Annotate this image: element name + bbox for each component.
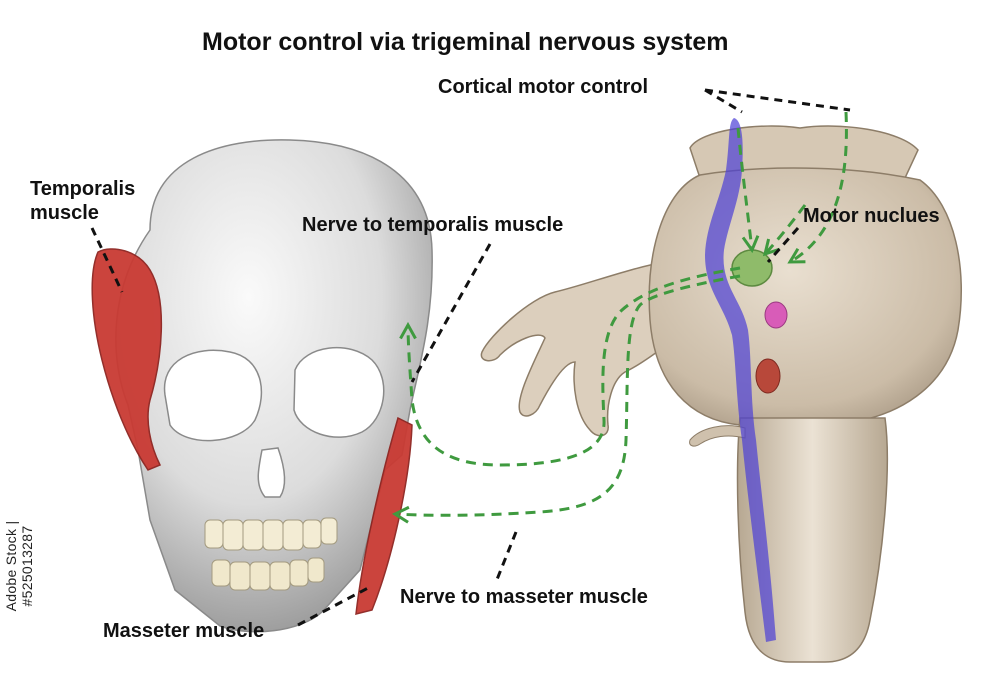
label-masseter-muscle: Masseter muscle [103,620,265,642]
leader-cortical-right [704,88,851,112]
nasal-cavity [257,447,286,498]
nerve-pathways [395,111,848,515]
label-temporalis-line2: muscle [30,202,99,224]
eye-socket-left [163,349,263,442]
leader-nerve-masseter [494,531,518,583]
eye-socket-right [293,347,385,438]
brainstem [480,118,963,663]
label-cortical-motor-control: Cortical motor control [438,76,649,98]
skull [91,139,433,633]
stock-watermark: Adobe Stock | #525013287 [3,520,35,612]
lower-teeth [211,557,325,591]
cortical-pathway-left [736,127,752,250]
label-nerve-to-masseter: Nerve to masseter muscle [400,586,648,608]
leader-temporalis [90,227,124,293]
cortical-pathway-right [790,111,848,262]
medulla [736,417,889,663]
leader-nerve-temporalis [410,243,492,383]
label-temporalis-line1: Temporalis [30,178,136,200]
leader-motor-nucleus [766,227,800,263]
pink-nucleus [764,301,788,329]
diagram-title: Motor control via trigeminal nervous sys… [202,28,729,56]
trigeminal-root [480,261,681,437]
corticobulbar-tract [705,118,776,642]
label-motor-nucleus: Motor nuclues [803,205,940,227]
leader-lines [90,88,851,627]
small-nerve-root [689,425,746,447]
red-nucleus [755,358,781,394]
masseter-muscle [355,416,413,615]
upper-teeth [204,517,338,551]
nerve-to-masseter-path [395,274,741,515]
cortical-pathway-mid [765,204,807,254]
label-nerve-to-temporalis: Nerve to temporalis muscle [302,214,564,236]
leader-cortical-left [704,88,743,114]
cerebral-peduncles [689,125,919,179]
nerve-to-temporalis-path [408,266,741,467]
temporalis-muscle [91,248,163,471]
